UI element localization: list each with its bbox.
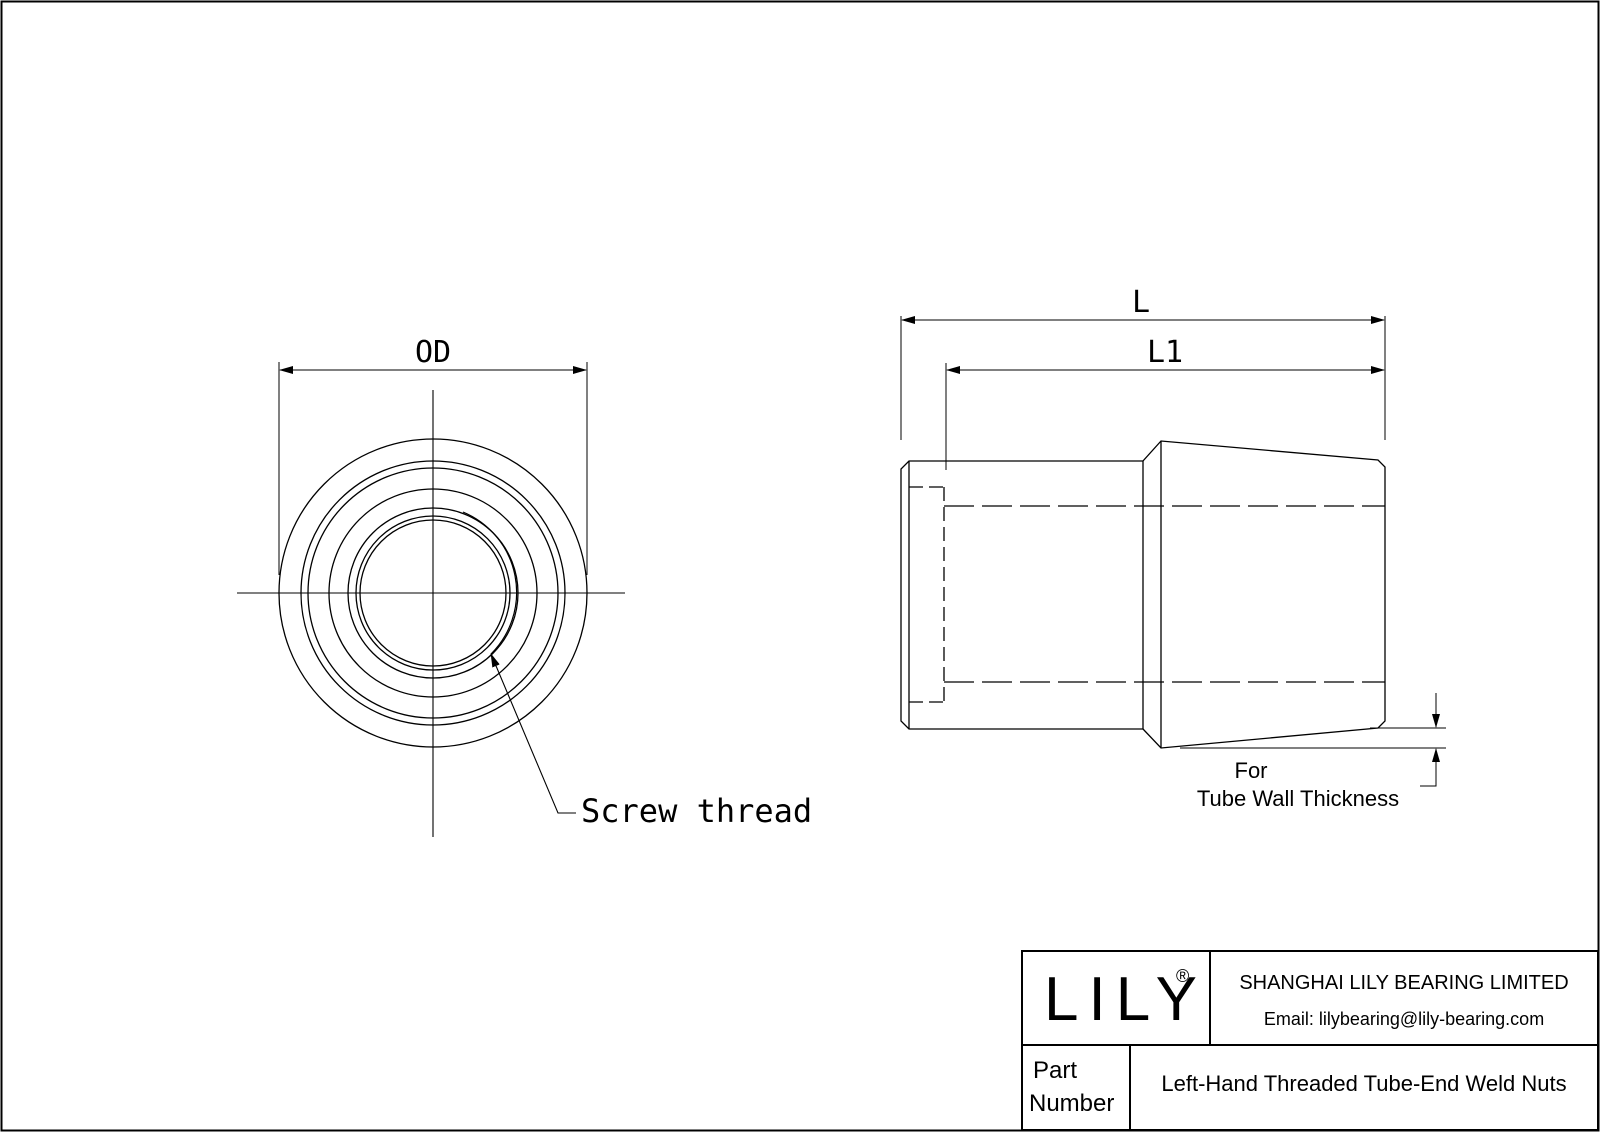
wall-note-line2: Tube Wall Thickness — [1197, 786, 1399, 811]
logo-text: LILY — [1044, 965, 1207, 1034]
thread-leader — [490, 653, 576, 814]
company-email: Email: lilybearing@lily-bearing.com — [1264, 1009, 1544, 1029]
thread-major-circle — [347, 507, 519, 679]
thread-arc — [462, 511, 518, 655]
counterbore-circle — [328, 488, 538, 698]
title-block — [1021, 950, 1599, 1131]
l1-label: L1 — [1147, 335, 1183, 370]
front-view — [237, 362, 625, 837]
side-view — [900, 316, 1446, 787]
title-block-frame — [1021, 950, 1599, 1131]
wall-note-line1: For — [1235, 758, 1268, 783]
small-end-outline — [900, 460, 1143, 730]
od-label: OD — [415, 335, 451, 370]
company-name: SHANGHAI LILY BEARING LIMITED — [1239, 972, 1568, 994]
wall-arrow-bottom — [1420, 748, 1440, 787]
bore-circle — [359, 519, 507, 667]
part-label-line2: Number — [1029, 1090, 1114, 1117]
part-label-line1: Part — [1033, 1057, 1077, 1084]
l-label: L — [1132, 285, 1150, 320]
taper-outline — [1142, 440, 1386, 749]
body-circle — [307, 467, 559, 719]
thread-minor-circle — [355, 515, 511, 671]
screw-thread-label: Screw thread — [581, 792, 812, 830]
logo-registered-mark: ® — [1176, 966, 1189, 986]
outer-circle — [278, 438, 588, 748]
chamfer-circle — [300, 460, 566, 726]
part-name: Left-Hand Threaded Tube-End Weld Nuts — [1161, 1071, 1566, 1096]
